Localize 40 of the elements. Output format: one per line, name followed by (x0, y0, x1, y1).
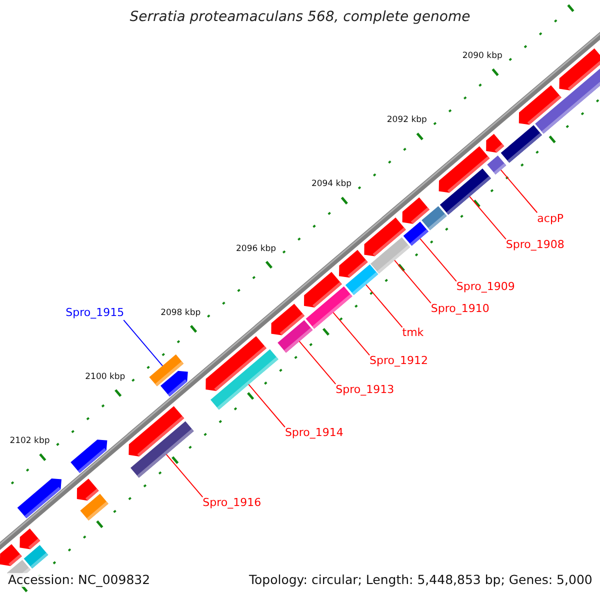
gene-feature (345, 264, 378, 295)
scale-label: 2092 kbp (386, 116, 427, 126)
gene-label: Spro_1909 (456, 281, 515, 294)
leader-line (469, 196, 506, 240)
gene-label: acpP (537, 212, 564, 226)
leader-line (123, 320, 164, 366)
gene-feature (440, 168, 491, 215)
scale-label: 2102 kbp (10, 436, 50, 447)
footer-text: Topology: circular; Length: 5,448,853 bp; Genes: 5,000 (249, 573, 592, 588)
gene-label: Spro_1915 (66, 307, 124, 320)
gene-label: tmk (402, 327, 424, 340)
leader-line (420, 238, 457, 282)
gene-feature (403, 222, 428, 246)
leader-line (332, 312, 370, 356)
gene-label: Spro_1912 (370, 355, 428, 368)
gene-label: Spro_1916 (202, 497, 262, 510)
scale-label: 2094 kbp (311, 180, 352, 190)
scale-label: 2090 kbp (462, 52, 502, 62)
scale-label: 2100 kbp (85, 372, 126, 383)
gene-feature (130, 421, 194, 478)
scale-label: 2096 kbp (236, 244, 276, 254)
gene-feature (278, 320, 313, 353)
leader-line (366, 284, 403, 328)
gene-feature (149, 354, 184, 386)
leader-line (248, 384, 286, 428)
leader-line (298, 340, 336, 385)
leader-line (166, 454, 204, 498)
gene-feature (210, 349, 278, 410)
gene-label: Spro_1913 (336, 384, 394, 397)
gene-label: Spro_1914 (284, 427, 344, 440)
footer-text: Accession: NC_009832 (8, 573, 150, 588)
gene-label: Spro_1910 (430, 303, 490, 316)
scale-label: 2098 kbp (160, 308, 201, 318)
leader-line (394, 260, 432, 304)
gene-feature (487, 156, 506, 174)
gene-feature (306, 286, 352, 329)
gene-feature (370, 237, 410, 274)
leader-line (500, 169, 538, 214)
gene-label: Spro_1908 (506, 239, 564, 252)
title: Serratia proteamaculans 568, complete genome (128, 9, 472, 26)
